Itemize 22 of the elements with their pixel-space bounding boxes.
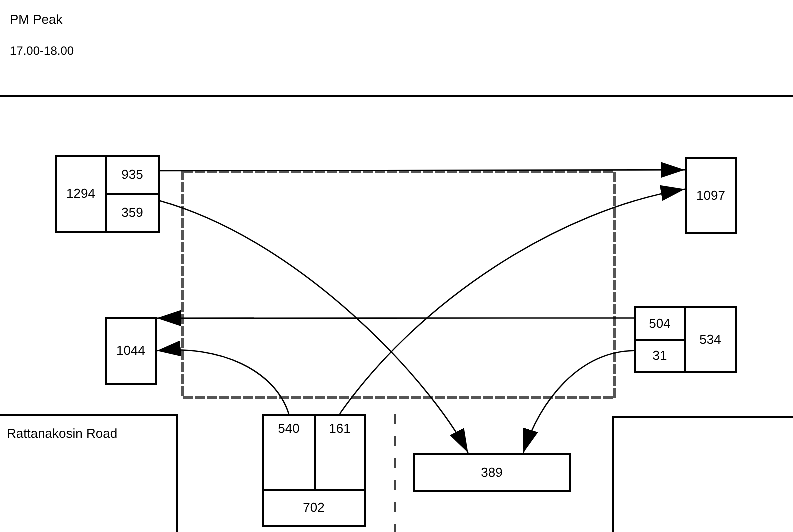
count-box: 1294 [55, 155, 107, 233]
count-box: 1097 [685, 157, 737, 234]
count-box: 359 [105, 193, 160, 233]
count-box: 935 [105, 155, 160, 195]
count-box: 161 [314, 414, 366, 491]
count-box: 702 [262, 489, 366, 527]
block-outline [612, 416, 793, 532]
count-box: 534 [684, 306, 737, 373]
arrow [522, 350, 634, 454]
arrow [160, 200, 469, 454]
time-period-label: 17.00-18.00 [10, 43, 74, 60]
arrow [157, 310, 634, 326]
arrow [156, 342, 290, 414]
count-box: 504 [634, 306, 686, 341]
count-box: 389 [413, 453, 571, 492]
count-box: 31 [634, 339, 686, 373]
count-box: 540 [262, 414, 316, 491]
title: PM Peak [10, 11, 63, 29]
arrow [339, 186, 686, 414]
count-box: Rattanakosin Road [0, 414, 178, 532]
arrow [160, 162, 685, 178]
count-box: 1044 [105, 317, 157, 385]
